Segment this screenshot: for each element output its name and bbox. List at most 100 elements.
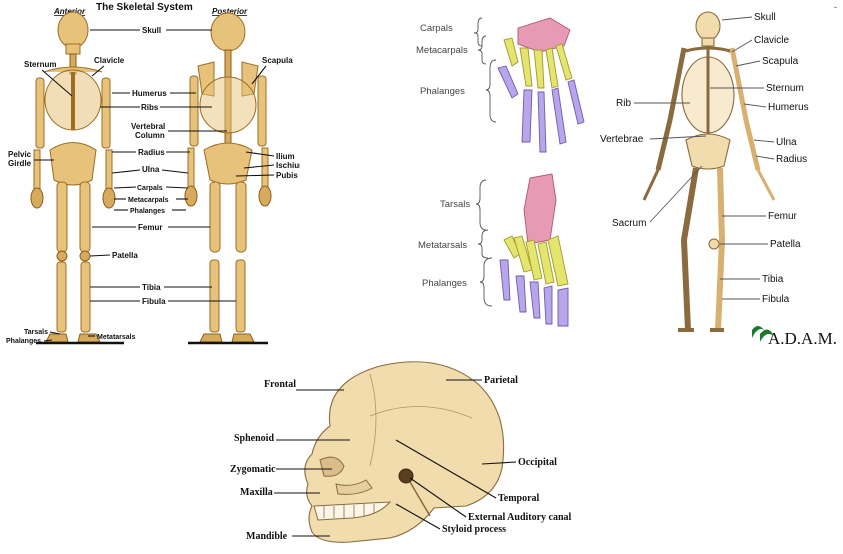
posterior-skeleton: [184, 12, 272, 343]
hand-foot-panel: Carpals Metacarpals Phalanges Tarsals Me…: [400, 0, 610, 340]
sternum-label: Sternum: [24, 60, 56, 69]
phalanges-foot-leader: [43, 339, 53, 342]
tibia-label-group: Tibia: [90, 283, 212, 292]
adam-logo: A.D.A.M.: [752, 326, 837, 348]
temporal-label: Temporal: [498, 493, 540, 504]
scapula-label: Scapula: [262, 56, 293, 65]
skull-figure: Frontal Parietal Sphenoid Occipital Zygo…: [230, 361, 572, 543]
tibia-label: Tibia: [762, 274, 784, 285]
humerus-label: Humerus: [132, 89, 167, 98]
humerus-leader: [743, 103, 767, 108]
scapula-label: Scapula: [762, 56, 799, 67]
pubis-label: Pubis: [276, 171, 298, 180]
carpals-label-group: Carpals: [113, 185, 189, 192]
metatarsals-label: Metatarsals: [418, 240, 467, 251]
pelvic-label: Pelvic: [8, 150, 32, 159]
occipital-label: Occipital: [518, 457, 557, 468]
humerus-label-group: Humerus: [112, 89, 196, 98]
adam-skeleton-panel: - Skull Clavicle Scapula Sternum Humerus…: [598, 0, 843, 352]
tarsals-label: Tarsals: [440, 199, 470, 210]
skull-label-group: Skull: [90, 26, 212, 35]
occipital-leader: [481, 461, 517, 465]
clavicle-leader: [91, 65, 105, 77]
sternum-label: Sternum: [766, 83, 804, 94]
zygomatic-label: Zygomatic: [230, 464, 276, 475]
skeletal-system-title: The Skeletal System: [96, 2, 193, 13]
sacrum-leader: [649, 165, 703, 223]
adam-brand-text: A.D.A.M.: [768, 329, 837, 348]
clavicle-leader: [731, 39, 753, 53]
skull-label: Skull: [142, 26, 161, 35]
ilium-label: Ilium: [276, 152, 295, 161]
metatarsals-bracket-group: Metatarsals: [418, 229, 489, 259]
sphenoid-label: Sphenoid: [234, 433, 274, 444]
anterior-view-label: Anterior: [53, 7, 86, 16]
carpals-label: Carpals: [420, 23, 453, 34]
femur-label: Femur: [768, 211, 798, 222]
scapula-leader: [251, 65, 267, 85]
phalanges-foot-label: Phalanges: [6, 338, 41, 345]
clavicle-label: Clavicle: [754, 35, 789, 46]
vertebral-label: Vertebral: [131, 122, 165, 131]
scapula-leader: [735, 60, 761, 67]
fibula-label-group: Fibula: [90, 297, 236, 306]
metacarpals-label-group: Metacarpals: [114, 197, 188, 204]
vertebral-column-label-group: Vertebral Column: [131, 122, 227, 140]
phalanges-hand-bracket-group: Phalanges: [420, 59, 497, 123]
radius-leader: [755, 155, 775, 160]
hand-foot-figure: Carpals Metacarpals Phalanges Tarsals Me…: [416, 17, 585, 327]
fibula-label: Fibula: [762, 294, 790, 305]
carpals-bracket-group: Carpals: [420, 17, 483, 47]
mandible-label: Mandible: [246, 531, 288, 542]
external-auditory-canal-leader: [409, 477, 467, 518]
ribs-label: Ribs: [141, 103, 159, 112]
phalanges-hand-label: Phalanges: [420, 86, 465, 97]
patella-label: Patella: [112, 251, 138, 260]
phalanges-foot-label: Phalanges: [422, 278, 467, 289]
external-auditory-canal-label: External Auditory canal: [468, 512, 572, 523]
vertebrae-leader: [649, 135, 707, 140]
sacrum-label: Sacrum: [612, 218, 646, 229]
pubis-leader: [235, 174, 275, 177]
skeletal-system-figure: The Skeletal System Anterior Posterior: [6, 2, 300, 345]
adam-leaf-icon: [752, 326, 764, 338]
skull-panel: Frontal Parietal Sphenoid Occipital Zygo…: [220, 356, 620, 554]
skeletal-system-panel: The Skeletal System Anterior Posterior: [0, 0, 300, 352]
styloid-process-label: Styloid process: [442, 524, 506, 535]
tarsals-bracket-group: Tarsals: [440, 179, 487, 231]
clavicle-label: Clavicle: [94, 56, 125, 65]
adam-skeleton: [642, 11, 776, 332]
phalanges-foot-bracket-group: Phalanges: [422, 257, 493, 307]
girdle-label: Girdle: [8, 159, 32, 168]
tibia-label: Tibia: [142, 283, 161, 292]
radius-label: Radius: [138, 148, 165, 157]
skull-drawing: [304, 361, 505, 543]
metatarsals-label: Metatarsals: [97, 334, 136, 341]
hand-bones: [497, 17, 585, 153]
parietal-label: Parietal: [484, 375, 518, 386]
humerus-label: Humerus: [768, 102, 809, 113]
fibula-label: Fibula: [142, 297, 166, 306]
corner-dash: -: [834, 2, 837, 12]
femur-label: Femur: [138, 223, 162, 232]
temporal-leader: [395, 439, 497, 499]
tarsals-label: Tarsals: [24, 329, 48, 336]
frontal-label: Frontal: [264, 379, 296, 390]
carpals-hand-label: Carpals: [137, 185, 163, 192]
femur-label-group: Femur: [92, 223, 210, 232]
skull-label: Skull: [754, 12, 776, 23]
radius-label-group: Radius: [112, 148, 190, 157]
metacarpals-hand-label: Metacarpals: [128, 197, 169, 204]
rib-label: Rib: [616, 98, 631, 109]
radius-label: Radius: [776, 154, 807, 165]
sternum-leader: [41, 69, 73, 97]
adam-skeleton-figure: - Skull Clavicle Scapula Sternum Humerus…: [600, 2, 837, 348]
patella-leader: [89, 254, 111, 257]
tarsals-leader: [49, 331, 61, 335]
maxilla-label: Maxilla: [240, 487, 273, 498]
phalanges-hand-label: Phalanges: [130, 208, 165, 215]
vertebrae-label: Vertebrae: [600, 134, 644, 145]
styloid-process-leader: [395, 503, 441, 530]
skull-leader: [721, 16, 753, 21]
ischium-label: Ischium: [276, 161, 300, 170]
